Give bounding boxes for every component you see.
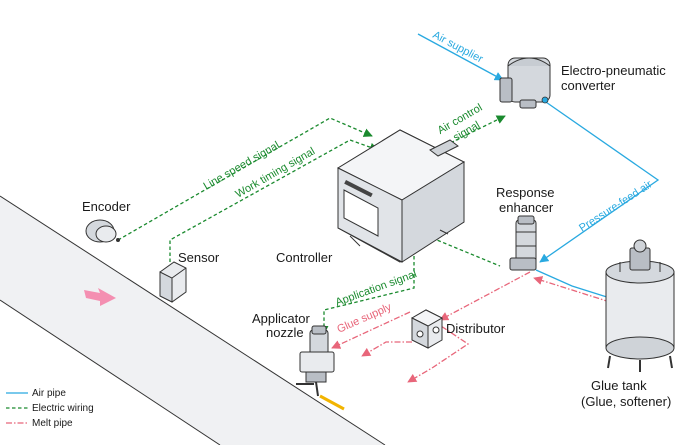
response-enhancer bbox=[509, 215, 537, 271]
line-speed-wire bbox=[117, 117, 373, 241]
label-controller: Controller bbox=[276, 250, 333, 265]
encoder bbox=[85, 219, 120, 243]
label-distributor: Distributor bbox=[446, 321, 506, 336]
legend-air-pipe: Air pipe bbox=[32, 388, 66, 399]
glue-bead bbox=[319, 394, 345, 411]
label-electro-pneumatic-converter: Electro-pneumatic converter bbox=[561, 63, 669, 93]
legend-electric-wiring: Electric wiring bbox=[32, 403, 94, 414]
melt-pipe-distributor-nozzle bbox=[331, 311, 411, 349]
label-glue-tank: Glue tank (Glue, softener) bbox=[581, 378, 671, 409]
label-application-signal: Application signal bbox=[334, 268, 419, 309]
electro-pneumatic-converter bbox=[499, 57, 551, 109]
sensor bbox=[159, 261, 187, 303]
label-work-timing-signal: Work timing signal bbox=[234, 145, 318, 200]
melt-pipe-out-a bbox=[361, 341, 412, 357]
label-response-enhancer: Response enhancer bbox=[496, 185, 558, 215]
label-air-control-signal: Air control signal bbox=[436, 100, 495, 149]
label-pressure-feed-air: Pressure-feed air bbox=[577, 178, 655, 234]
pressure-feed-air-pipe bbox=[539, 99, 660, 263]
melt-pipe-enhancer-distributor bbox=[439, 271, 531, 321]
legend-melt-pipe: Melt pipe bbox=[32, 418, 73, 429]
label-sensor: Sensor bbox=[178, 250, 220, 265]
application-signal-wire bbox=[319, 238, 415, 335]
work-timing-wire bbox=[169, 139, 379, 262]
distributor bbox=[410, 309, 444, 349]
enhancer-signal-wire bbox=[431, 237, 501, 267]
controller bbox=[336, 129, 466, 263]
applicator-nozzle bbox=[296, 325, 335, 397]
glue-tank bbox=[605, 239, 675, 372]
conveyor bbox=[0, 195, 386, 445]
label-air-supplier: Air supplier bbox=[431, 29, 486, 66]
legend: Air pipe Electric wiring Melt pipe bbox=[6, 388, 94, 429]
melt-pipe-out-b bbox=[407, 319, 470, 383]
tank-air-pipe bbox=[535, 269, 611, 299]
label-applicator-nozzle: Applicator nozzle bbox=[252, 311, 313, 340]
label-encoder: Encoder bbox=[82, 199, 131, 214]
air-supplier-pipe bbox=[417, 33, 504, 81]
melt-pipe-tank-enhancer bbox=[533, 276, 611, 303]
direction-arrow-icon bbox=[84, 288, 116, 306]
